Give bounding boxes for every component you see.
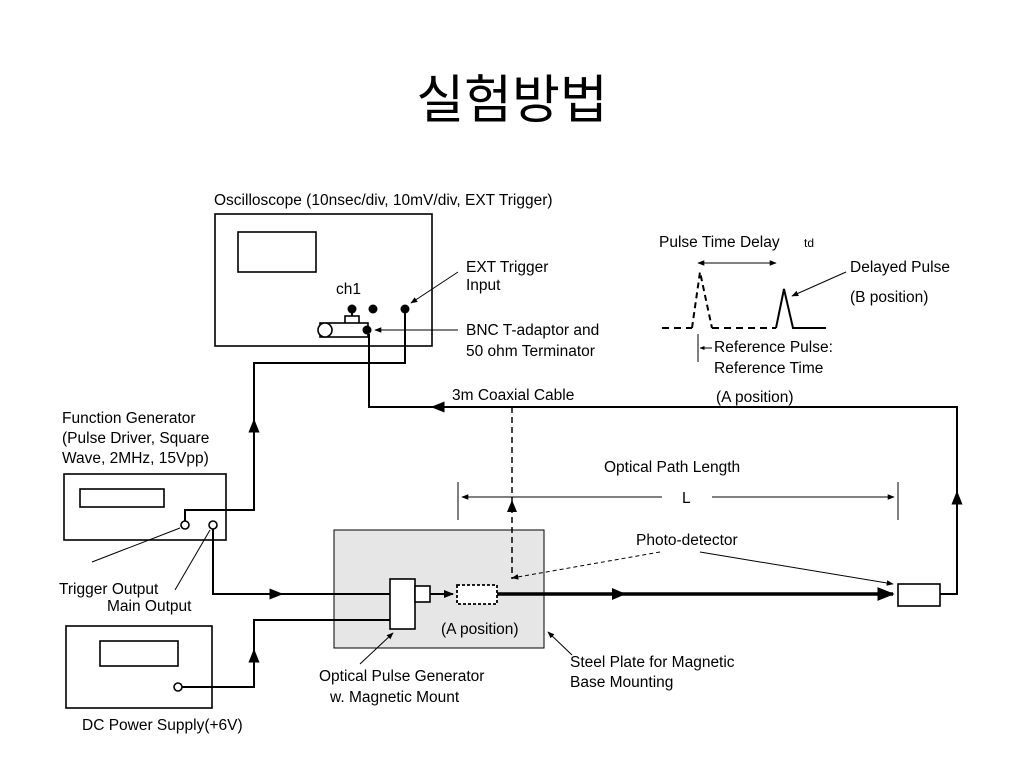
- pulse-delay-label: Pulse Time Delay: [659, 234, 780, 251]
- a-position-box-label: (A position): [441, 621, 519, 638]
- func-gen-label-2: (Pulse Driver, Square: [62, 430, 209, 447]
- bnc-label: BNC T-adaptor and: [466, 322, 599, 339]
- bnc-connector: [362, 325, 372, 335]
- main-output-wire: [212, 529, 390, 595]
- td-label: td: [804, 236, 814, 250]
- trigger-output-label: Trigger Output: [59, 581, 159, 598]
- func-gen-label: Function Generator: [62, 410, 196, 427]
- ext-trigger-pointer: [410, 271, 459, 304]
- terminator-icon: [317, 322, 333, 338]
- beam-arrow-icon: [612, 588, 626, 600]
- dc-power-supply-box: [65, 625, 213, 709]
- reference-time-label: Reference Time: [714, 360, 823, 377]
- dc-power-port: [173, 682, 183, 692]
- ch2-connector: [368, 304, 378, 314]
- reference-pulse-shape: [691, 271, 713, 329]
- photo-detector-pointer: [699, 551, 894, 586]
- trigger-output-pointer: [91, 527, 181, 563]
- delayed-pulse-label: Delayed Pulse: [850, 259, 950, 276]
- oscilloscope-label: Oscilloscope (10nsec/div, 10mV/div, EXT …: [214, 192, 553, 209]
- b-position-label: (B position): [850, 289, 928, 306]
- optical-pulse-generator: [389, 578, 416, 630]
- reference-up-arrow-icon: [507, 500, 517, 512]
- main-output-label: Main Output: [107, 598, 192, 615]
- dc-power-display: [99, 640, 179, 667]
- ext-trigger-label: EXT Trigger: [466, 259, 548, 276]
- bnc-label-2: 50 ohm Terminator: [466, 343, 595, 360]
- ch1-label: ch1: [336, 281, 361, 298]
- coaxial-cable: [368, 334, 958, 595]
- delayed-pulse-pointer: [791, 271, 847, 297]
- optical-path-label: Optical Path Length: [604, 459, 740, 476]
- photo-detector: [897, 583, 941, 607]
- steel-plate-pointer: [547, 631, 573, 656]
- opg-label-2: w. Magnetic Mount: [329, 689, 460, 706]
- a-position-marker: [456, 584, 498, 605]
- main-output-port: [208, 520, 218, 530]
- optical-path-L: L: [682, 490, 691, 507]
- oscilloscope-screen: [237, 231, 317, 273]
- steel-plate: [333, 529, 545, 649]
- ext-trigger-label-2: Input: [466, 277, 501, 294]
- coax-label: 3m Coaxial Cable: [452, 387, 574, 404]
- opg-label: Optical Pulse Generator: [319, 668, 484, 685]
- opg-pointer: [359, 632, 394, 665]
- page-title: 실험방법: [416, 71, 607, 131]
- delayed-pulse-shape: [775, 288, 826, 329]
- function-generator-display: [79, 488, 165, 508]
- reference-pulse-label: Reference Pulse:: [714, 339, 833, 356]
- trigger-output-port: [180, 520, 190, 530]
- func-gen-label-3: Wave, 2MHz, 15Vpp): [62, 450, 209, 467]
- main-output-pointer: [174, 529, 211, 591]
- steel-plate-label-2: Base Mounting: [570, 674, 673, 691]
- steel-plate-label: Steel Plate for Magnetic: [570, 654, 735, 671]
- photo-detector-label: Photo-detector: [636, 532, 738, 549]
- pulse-generator-lens: [414, 585, 431, 603]
- dc-power-label: DC Power Supply(+6V): [82, 717, 243, 734]
- a-position-ref-label: (A position): [716, 389, 794, 406]
